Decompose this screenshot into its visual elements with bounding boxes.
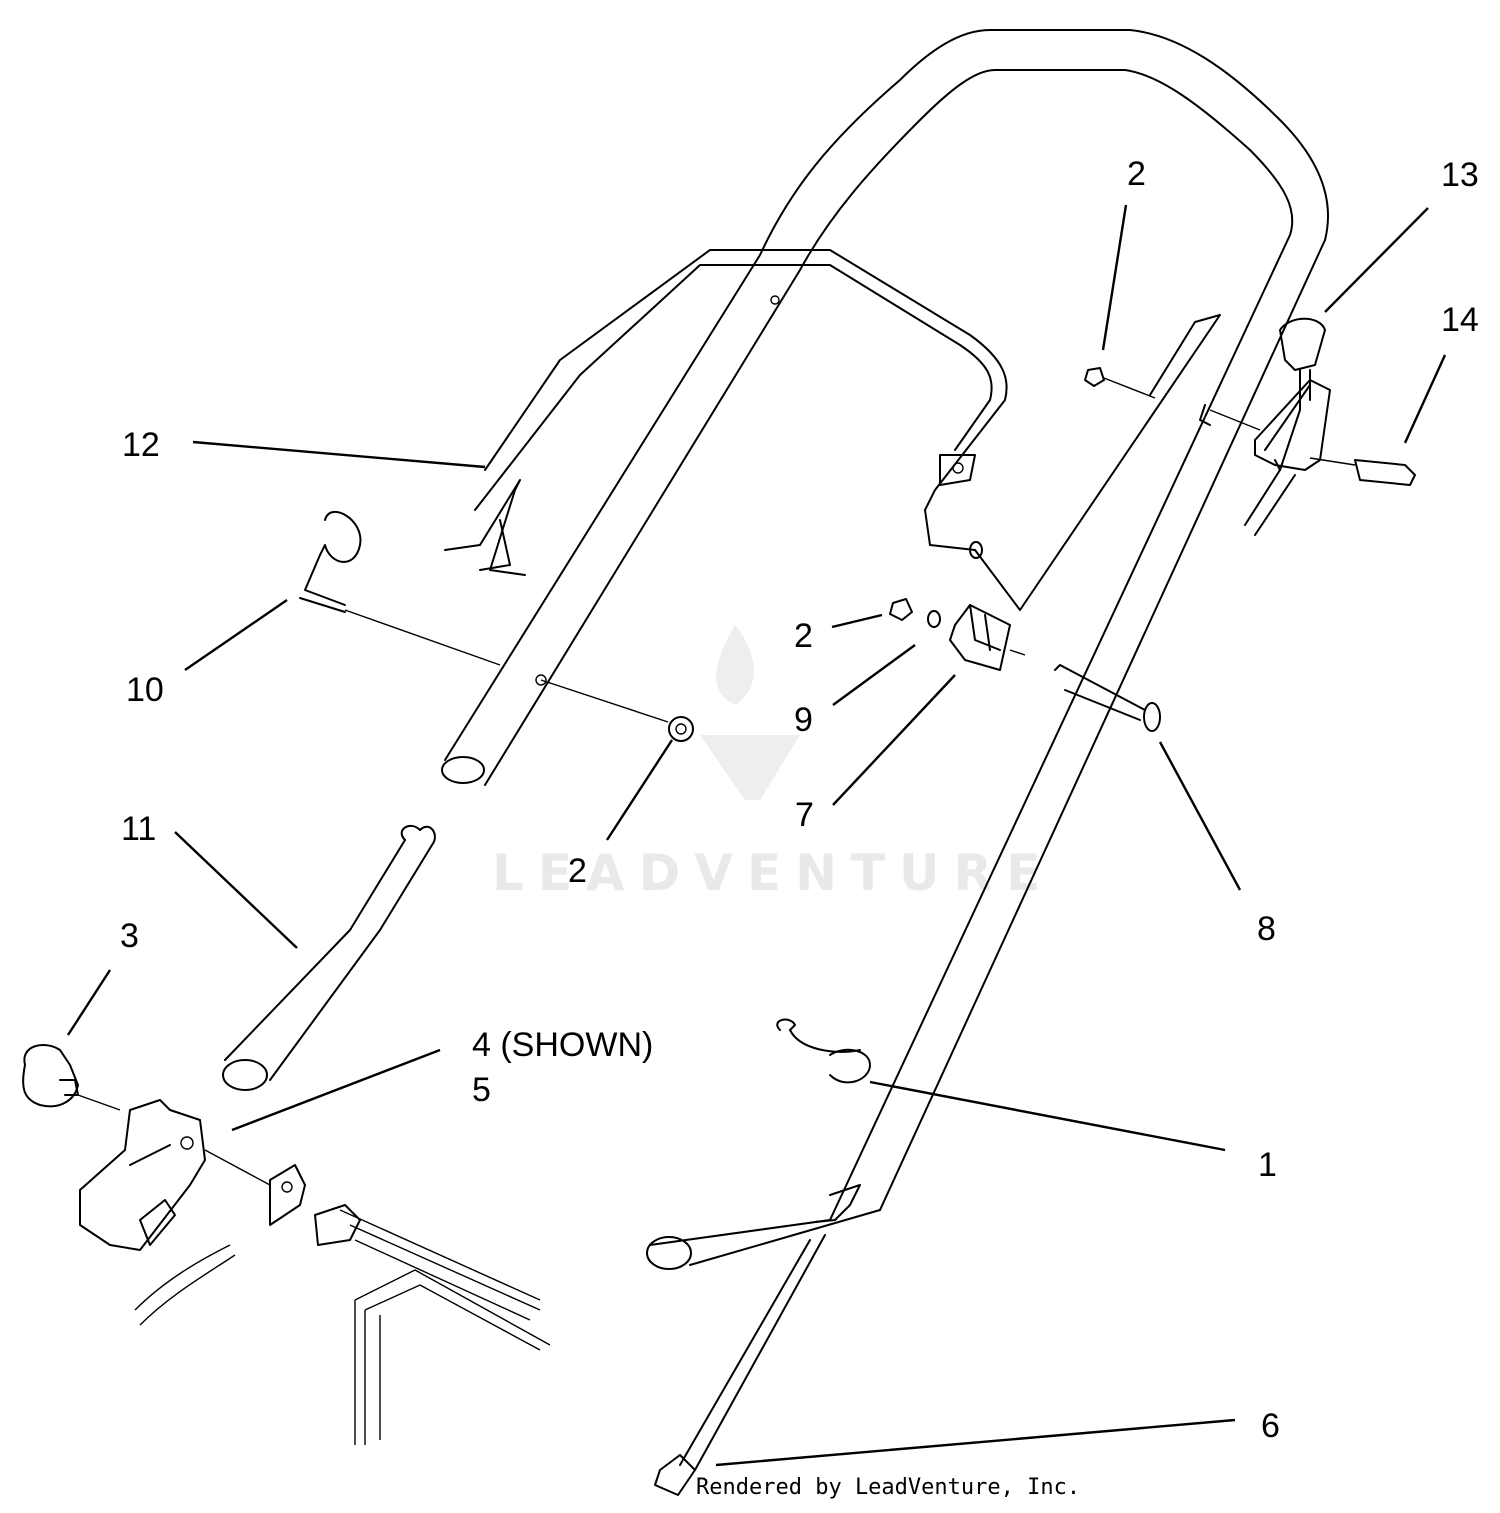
watermark-text: LEADVENTURE (492, 844, 1054, 902)
callout-8: 8 (1257, 910, 1276, 948)
callout-2-middle: 2 (794, 617, 813, 655)
callout-6: 6 (1261, 1407, 1280, 1445)
rendered-by-credit: Rendered by LeadVenture, Inc. (696, 1475, 1080, 1500)
throttle-lever-13 (1199, 317, 1416, 536)
callout-9: 9 (794, 701, 813, 739)
cable-clamp-7 (949, 604, 1026, 671)
leader-lines (66, 204, 1447, 1467)
upper-handle (441, 29, 1329, 1270)
bolt-8 (1054, 664, 1161, 732)
callout-5: 5 (472, 1071, 491, 1109)
cable-6 (654, 1184, 861, 1496)
deck-assembly (134, 1164, 551, 1445)
callout-labels: 1 2 2 2 3 4 (SHOWN) 5 6 7 8 9 10 11 12 1… (120, 155, 1479, 1445)
callout-10: 10 (126, 671, 164, 709)
callout-7: 7 (795, 796, 814, 834)
bracket-4 (79, 1099, 271, 1251)
callout-11: 11 (121, 810, 156, 848)
bail-bar-12 (444, 249, 1008, 576)
cable-clip-1 (776, 1018, 871, 1084)
rod-10 (299, 510, 501, 666)
hardware-nuts (540, 367, 1156, 742)
callout-2-top: 2 (1127, 155, 1146, 193)
callout-3: 3 (120, 917, 139, 955)
callout-12: 12 (122, 426, 160, 464)
callout-13: 13 (1441, 156, 1479, 194)
callout-4: 4 (SHOWN) (472, 1026, 653, 1064)
lower-handle-11 (222, 824, 436, 1091)
watermark: LEADVENTURE (492, 625, 1054, 902)
cable-guide (974, 314, 1221, 611)
knob-3 (22, 1044, 121, 1111)
callout-14: 14 (1441, 301, 1479, 339)
callout-2-lower: 2 (568, 852, 587, 890)
callout-1: 1 (1258, 1146, 1277, 1184)
